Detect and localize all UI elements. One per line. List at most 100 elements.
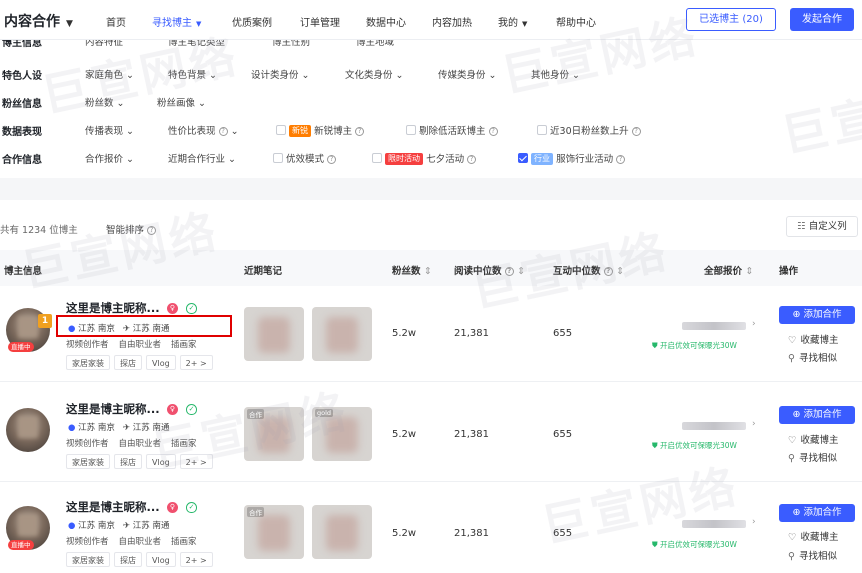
- chevron-down-icon: ⌄: [126, 154, 135, 165]
- gender-icon: ♀: [167, 502, 178, 513]
- person-search-icon: ⚲: [788, 453, 795, 464]
- filter-dropdown-note-type[interactable]: 博主笔记类型: [168, 40, 226, 48]
- filter-dropdown-media-identity[interactable]: 传媒类身份 ⌄: [438, 67, 497, 81]
- help-icon[interactable]: ?: [327, 155, 337, 164]
- column-header-all-quotes[interactable]: 全部报价 ⇕: [704, 263, 753, 277]
- filter-dropdown-family-role[interactable]: 家庭角色 ⌄: [85, 67, 134, 81]
- promo-label: 开启优效可保曝光30W: [660, 341, 737, 350]
- help-icon[interactable]: ?: [616, 155, 626, 164]
- filter-dropdown-special-background[interactable]: 特色背景 ⌄: [168, 67, 217, 81]
- note-thumbnail[interactable]: [312, 307, 372, 361]
- checkbox-box[interactable]: [273, 153, 283, 163]
- find-similar-link[interactable]: ⚲寻找相似: [788, 450, 837, 464]
- filter-dropdown-spread[interactable]: 传播表现 ⌄: [85, 123, 134, 137]
- note-thumbnail[interactable]: 合作: [244, 407, 304, 461]
- more-tags-chip[interactable]: 2+ >: [179, 454, 213, 469]
- help-icon[interactable]: ?: [218, 127, 228, 136]
- filter-dropdown-gender[interactable]: 博主性别: [272, 40, 311, 48]
- selected-bloggers-button[interactable]: 已选博主 (20): [686, 8, 776, 31]
- help-icon[interactable]: ?: [467, 155, 477, 164]
- help-icon[interactable]: ?: [488, 127, 498, 136]
- help-icon[interactable]: ?: [147, 226, 157, 235]
- filter-option-label: 文化类身份: [345, 70, 393, 81]
- shield-icon: ⛊: [652, 341, 658, 350]
- chevron-right-icon[interactable]: ›: [752, 419, 756, 429]
- filter-dropdown-quote[interactable]: 合作报价 ⌄: [85, 151, 134, 165]
- nav-item-data-center[interactable]: 数据中心: [366, 18, 406, 29]
- table-header: 博主信息 近期笔记 粉丝数 ⇕ 阅读中位数 ? ⇕ 互动中位数 ? ⇕ 全部报价…: [0, 250, 862, 286]
- nav-item-mine[interactable]: 我的▼: [498, 14, 527, 29]
- filter-dropdown-recent-industry[interactable]: 近期合作行业 ⌄: [168, 151, 236, 165]
- filter-label-blogger-info: 博主信息: [2, 40, 42, 49]
- favorite-blogger-link[interactable]: ♡收藏博主: [788, 529, 839, 543]
- checkbox-exclude-inactive[interactable]: 剔除低活跃博主 ?: [406, 123, 498, 137]
- find-similar-link[interactable]: ⚲寻找相似: [788, 548, 837, 562]
- checkbox-qixi-activity[interactable]: 限时活动 七夕活动 ?: [372, 151, 477, 165]
- nav-item-cases[interactable]: 优质案例: [232, 18, 272, 29]
- blogger-name[interactable]: 这里是博主昵称...: [66, 301, 160, 315]
- column-header-interact-median[interactable]: 互动中位数 ? ⇕: [553, 263, 624, 277]
- favorite-blogger-link[interactable]: ♡收藏博主: [788, 332, 839, 346]
- column-header-label: 互动中位数: [553, 266, 601, 277]
- nav-item-orders[interactable]: 订单管理: [300, 18, 340, 29]
- filter-dropdown-cost-performance[interactable]: 性价比表现 ? ⌄: [168, 123, 239, 137]
- promo-label: 开启优效可保曝光30W: [660, 540, 737, 549]
- tag-chip: 家居家装: [66, 552, 110, 567]
- checkbox-box[interactable]: [406, 125, 416, 135]
- table-row: 直播中 这里是博主昵称... ♀ ✓ ● 江苏 南京 ✈ 江苏 南通 视频创作者…: [0, 484, 862, 573]
- launch-cooperation-button[interactable]: 发起合作: [790, 8, 854, 31]
- avatar[interactable]: [6, 408, 50, 452]
- checkbox-box[interactable]: [276, 125, 286, 135]
- smart-sort-option[interactable]: 智能排序 ?: [106, 222, 157, 236]
- filter-dropdown-other-identity[interactable]: 其他身份 ⌄: [531, 67, 580, 81]
- chevron-right-icon[interactable]: ›: [752, 319, 756, 329]
- nav-item-find-bloggers[interactable]: 寻找博主▼: [152, 14, 201, 29]
- filter-dropdown-design-identity[interactable]: 设计类身份 ⌄: [251, 67, 310, 81]
- nav-item-content-boost[interactable]: 内容加热: [432, 18, 472, 29]
- note-label: 合作: [247, 507, 264, 517]
- help-icon[interactable]: ?: [631, 127, 641, 136]
- note-thumbnail[interactable]: [312, 505, 372, 559]
- more-tags-chip[interactable]: 2+ >: [179, 552, 213, 567]
- filter-dropdown-fans-count[interactable]: 粉丝数 ⌄: [85, 95, 125, 109]
- blogger-name[interactable]: 这里是博主昵称...: [66, 402, 160, 416]
- brand-menu[interactable]: 内容合作▼: [4, 11, 73, 31]
- nav-item-help[interactable]: 帮助中心: [556, 18, 596, 29]
- help-icon[interactable]: ?: [603, 267, 613, 276]
- filter-dropdown-content-features[interactable]: 内容特征: [85, 40, 124, 48]
- blogger-name[interactable]: 这里是博主昵称...: [66, 500, 160, 514]
- add-cooperation-button[interactable]: ⊕ 添加合作: [779, 306, 855, 324]
- more-tags-chip[interactable]: 2+ >: [179, 355, 213, 370]
- promo-label: 开启优效可保曝光30W: [660, 441, 737, 450]
- checkbox-effective-mode[interactable]: 优效模式 ?: [273, 151, 337, 165]
- add-cooperation-button[interactable]: ⊕ 添加合作: [779, 504, 855, 522]
- role-item: 插画家: [171, 439, 197, 449]
- note-thumbnail[interactable]: [244, 307, 304, 361]
- role-item: 视频创作者: [66, 537, 109, 547]
- custom-columns-button[interactable]: ☷ 自定义列: [786, 216, 858, 237]
- add-cooperation-label: 添加合作: [803, 507, 842, 518]
- nav-item-home[interactable]: 首页: [106, 18, 126, 29]
- checkbox-new-blogger[interactable]: 新锐 新锐博主 ?: [276, 123, 365, 137]
- tag-chip: 探店: [114, 552, 142, 567]
- find-similar-link[interactable]: ⚲寻找相似: [788, 350, 837, 364]
- checkbox-box[interactable]: [518, 153, 528, 163]
- filter-dropdown-culture-identity[interactable]: 文化类身份 ⌄: [345, 67, 404, 81]
- shield-icon: ⛊: [652, 441, 658, 450]
- filter-dropdown-fans-profile[interactable]: 粉丝画像 ⌄: [157, 95, 206, 109]
- filter-dropdown-region[interactable]: 博主地域: [356, 40, 395, 48]
- checkbox-fans-rising[interactable]: 近30日粉丝数上升 ?: [537, 123, 641, 137]
- column-header-fans[interactable]: 粉丝数 ⇕: [392, 263, 432, 277]
- column-header-read-median[interactable]: 阅读中位数 ? ⇕: [454, 263, 525, 277]
- checkbox-apparel-activity[interactable]: 行业 服饰行业活动 ?: [518, 151, 626, 165]
- note-thumbnail[interactable]: 合作: [244, 505, 304, 559]
- chevron-down-icon: ⌄: [126, 126, 135, 137]
- help-icon[interactable]: ?: [355, 127, 365, 136]
- chevron-right-icon[interactable]: ›: [752, 517, 756, 527]
- favorite-blogger-link[interactable]: ♡收藏博主: [788, 432, 839, 446]
- add-cooperation-button[interactable]: ⊕ 添加合作: [779, 406, 855, 424]
- checkbox-box[interactable]: [372, 153, 382, 163]
- note-thumbnail[interactable]: gold: [312, 407, 372, 461]
- help-icon[interactable]: ?: [504, 267, 514, 276]
- checkbox-box[interactable]: [537, 125, 547, 135]
